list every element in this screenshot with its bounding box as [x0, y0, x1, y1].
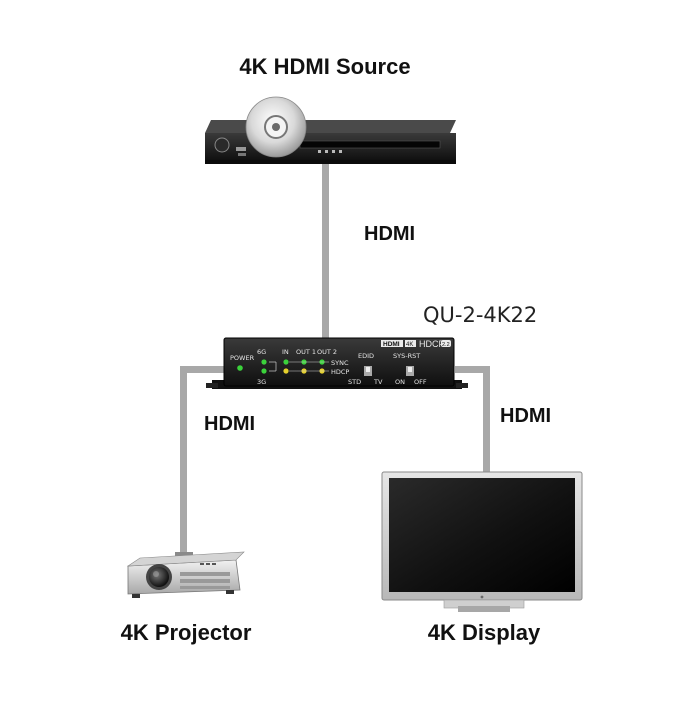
dip-switches: EDID STD TV SYS-RST ON OFF [348, 352, 427, 386]
source-title: 4K HDMI Source [239, 54, 410, 79]
label-3g: 3G [257, 378, 266, 386]
hdmi-cable-display [455, 366, 490, 472]
display-title: 4K Display [428, 620, 541, 645]
in-sync-led [283, 359, 289, 365]
label-6g: 6G [257, 348, 266, 356]
bluray-player-icon [205, 120, 456, 164]
label-sysrst: SYS-RST [393, 352, 420, 360]
device-model-label: QU-2-4K22 [423, 303, 537, 327]
disc-icon [245, 96, 307, 158]
hdcp-logo: HDCP [419, 339, 445, 349]
hdmi-label-left: HDMI [204, 413, 255, 435]
hdmi-logo: HDMI [383, 341, 400, 348]
hdcp-version: 2.2 [442, 342, 450, 348]
hdmi-label-right: HDMI [500, 405, 551, 427]
led-panel: POWER 6G 3G IN OUT 1 OUT 2 SYNC HDCP [230, 348, 349, 386]
3g-led [261, 368, 267, 374]
sysrst-switch [408, 367, 412, 372]
qu-2-4k22-device [206, 337, 468, 389]
label-std: STD [348, 378, 361, 386]
6g-led [261, 359, 267, 365]
in-hdcp-led [283, 368, 289, 374]
label-off: OFF [414, 378, 427, 386]
power-led [237, 365, 243, 371]
hdmi-label-top: HDMI [364, 223, 415, 245]
label-edid: EDID [358, 352, 374, 360]
label-tv: TV [373, 378, 383, 386]
uhd-logo: 4K [406, 342, 413, 348]
hdmi-cable-source [322, 160, 329, 340]
label-power: POWER [230, 354, 255, 362]
label-sync: SYNC [331, 359, 349, 367]
tv-display-icon [381, 471, 583, 612]
projector-title: 4K Projector [121, 620, 252, 645]
edid-switch [366, 367, 370, 372]
label-in: IN [282, 348, 289, 356]
label-hdcp: HDCP [331, 368, 349, 376]
label-on: ON [395, 378, 405, 386]
hdmi-cable-projector [180, 366, 230, 562]
projector-icon [126, 551, 245, 598]
device-logos: HDMI 4K HDCP 2.2 [381, 339, 451, 349]
label-out2: OUT 2 [317, 348, 337, 356]
label-out1: OUT 1 [296, 348, 316, 356]
